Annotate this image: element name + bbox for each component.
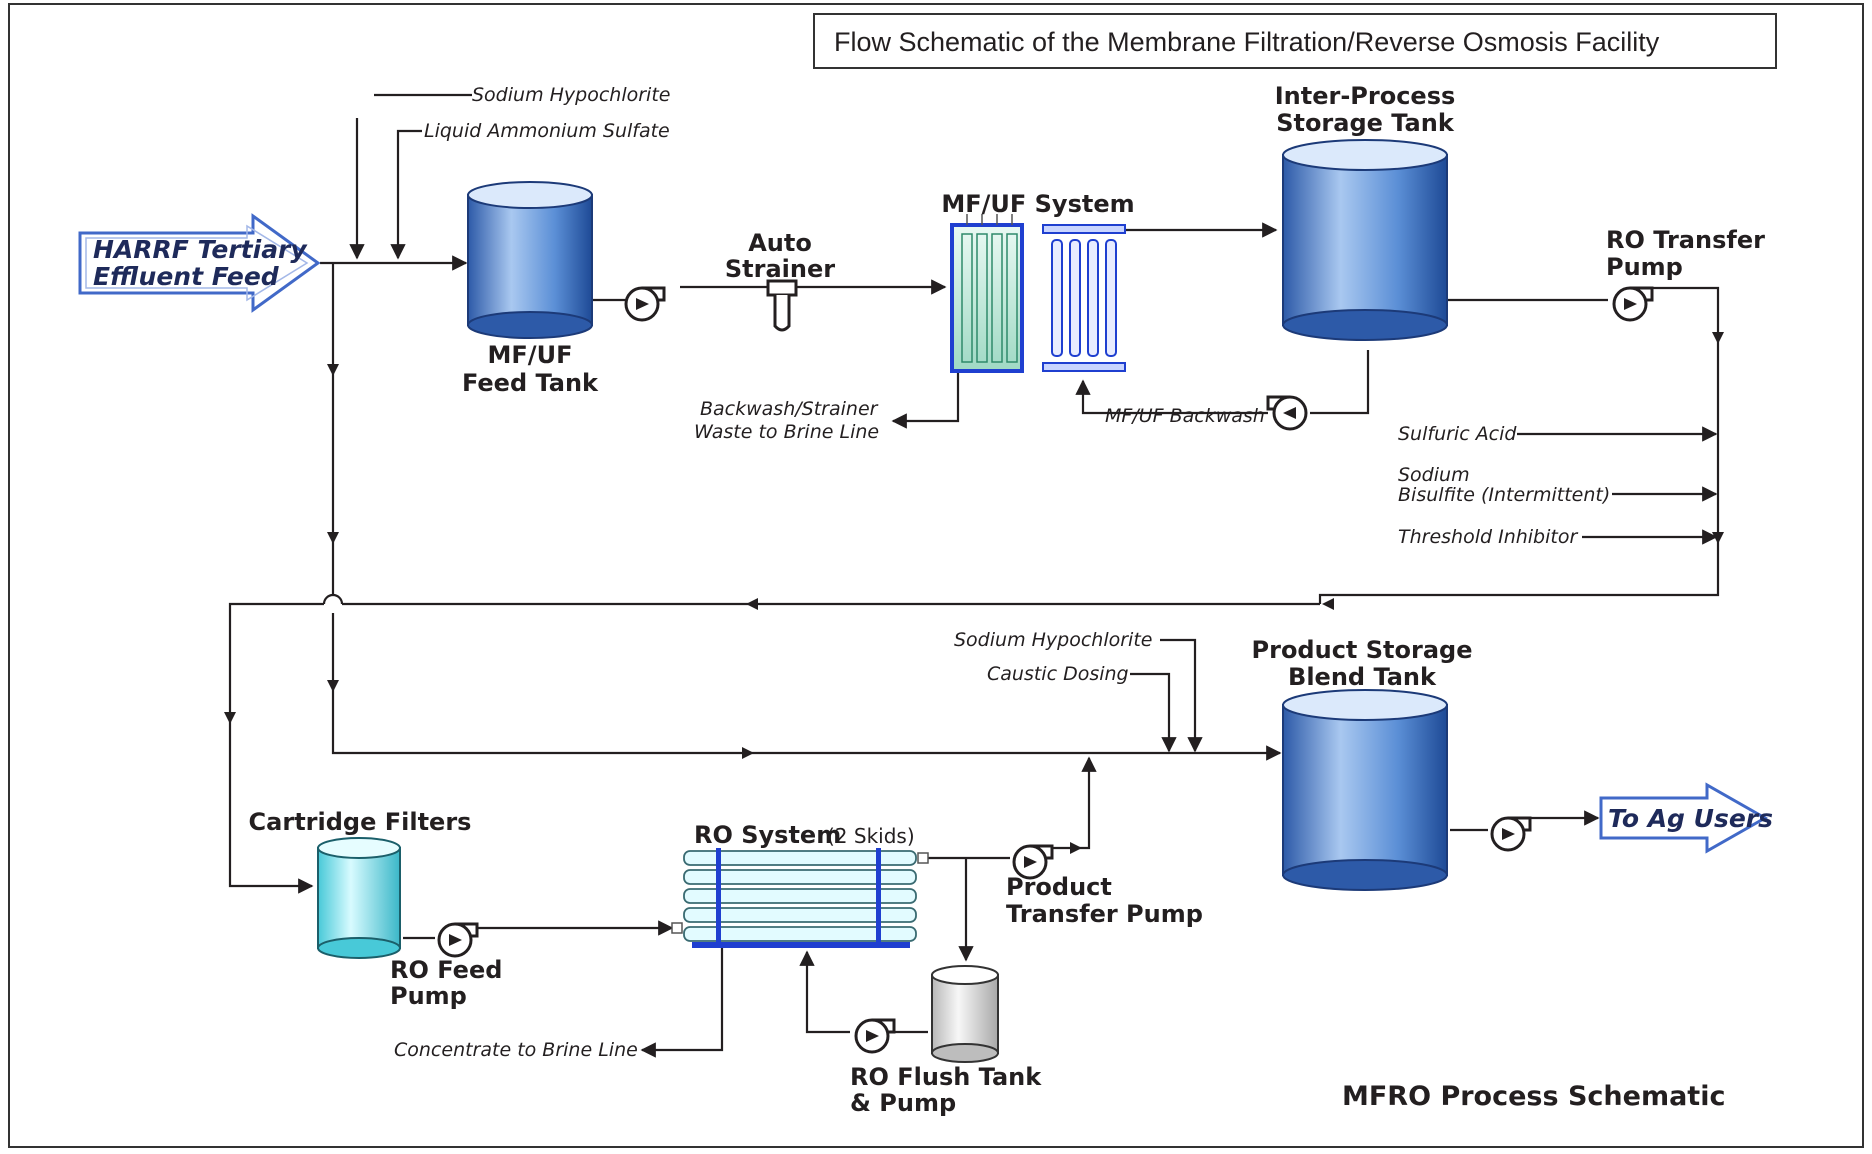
output-label: To Ag Users	[1608, 804, 1773, 833]
inter-process-tank-label-1: Inter-Process	[1275, 82, 1456, 110]
ro-flush-tank: RO Flush Tank & Pump	[850, 965, 1042, 1117]
product-transfer-pump-label-2: Transfer Pump	[1006, 900, 1203, 928]
chem-sulfuric-acid: Sulfuric Acid	[1398, 423, 1517, 445]
outer-frame	[8, 3, 1864, 1148]
inter-process-tank-label-2: Storage Tank	[1276, 109, 1455, 137]
product-transfer-pump-label-1: Product	[1006, 873, 1112, 901]
product-storage-blend-tank: Product Storage Blend Tank	[1252, 636, 1473, 891]
ro-system-label: RO System	[694, 821, 841, 849]
backwash-waste-label-1: Backwash/Strainer	[700, 398, 879, 420]
ro-flush-pump-icon	[854, 1018, 896, 1054]
title-box: Flow Schematic of the Membrane Filtratio…	[813, 13, 1777, 69]
page-title: Flow Schematic of the Membrane Filtratio…	[834, 27, 1660, 57]
mfuf-system-label: MF/UF System	[941, 190, 1134, 218]
ro-transfer-pump-icon	[1612, 286, 1654, 322]
cartridge-filters: Cartridge Filters	[249, 808, 472, 959]
mfuf-system: MF/UF System	[941, 190, 1135, 373]
ro-system: RO System (2 Skids)	[671, 821, 929, 948]
piping	[224, 93, 1724, 1058]
ro-feed-pump-icon	[437, 922, 479, 958]
mfuf-feed-tank: MF/UF Feed Tank	[462, 181, 599, 397]
chem-caustic-dosing: Caustic Dosing	[987, 663, 1129, 685]
ro-transfer-pump-label-2: Pump	[1606, 253, 1683, 281]
cartridge-filters-label: Cartridge Filters	[249, 808, 472, 836]
mfuf-feed-tank-label-2: Feed Tank	[462, 369, 599, 397]
ro-flush-label-2: & Pump	[850, 1089, 956, 1117]
backwash-waste-label-2: Waste to Brine Line	[694, 421, 879, 443]
product-out-pump-icon	[1490, 816, 1532, 852]
chem-sodium-hypochlorite-2: Sodium Hypochlorite	[954, 629, 1152, 651]
feed-label-line2: Effluent Feed	[93, 262, 280, 291]
chem-sodium-hypochlorite: Sodium Hypochlorite	[472, 84, 670, 106]
schematic-caption: MFRO Process Schematic	[1342, 1081, 1725, 1112]
chem-threshold-inhibitor: Threshold Inhibitor	[1398, 526, 1578, 548]
auto-strainer-label-1: Auto	[748, 229, 812, 257]
mfuf-backwash-label: MF/UF Backwash	[1105, 405, 1265, 427]
mfuf-feed-tank-label-1: MF/UF	[488, 341, 573, 369]
chem-sodium-bisulfite-2: Bisulfite (Intermittent)	[1398, 484, 1610, 506]
chem-sodium-bisulfite-1: Sodium	[1398, 464, 1470, 486]
auto-strainer-label-2: Strainer	[725, 255, 835, 283]
product-tank-label-2: Blend Tank	[1288, 663, 1437, 691]
concentrate-label: Concentrate to Brine Line	[394, 1039, 638, 1061]
ro-feed-pump-label-2: Pump	[390, 982, 467, 1010]
product-tank-label-1: Product Storage	[1252, 636, 1473, 664]
feed-input-arrow: HARRF Tertiary Effluent Feed	[78, 213, 321, 313]
ro-system-note: (2 Skids)	[827, 824, 915, 848]
mfuf-backwash-pump-icon	[1266, 395, 1308, 431]
auto-strainer: Auto Strainer	[725, 229, 835, 332]
chem-liquid-ammonium-sulfate: Liquid Ammonium Sulfate	[424, 120, 670, 142]
ro-transfer-pump-label-1: RO Transfer	[1606, 226, 1765, 254]
output-arrow: To Ag Users	[1599, 782, 1773, 854]
ro-feed-pump-label-1: RO Feed	[390, 956, 502, 984]
mfuf-feed-pump-icon	[624, 286, 666, 322]
ro-flush-label-1: RO Flush Tank	[850, 1063, 1042, 1091]
feed-label-line1: HARRF Tertiary	[93, 235, 308, 264]
inter-process-storage-tank: Inter-Process Storage Tank	[1275, 82, 1456, 341]
